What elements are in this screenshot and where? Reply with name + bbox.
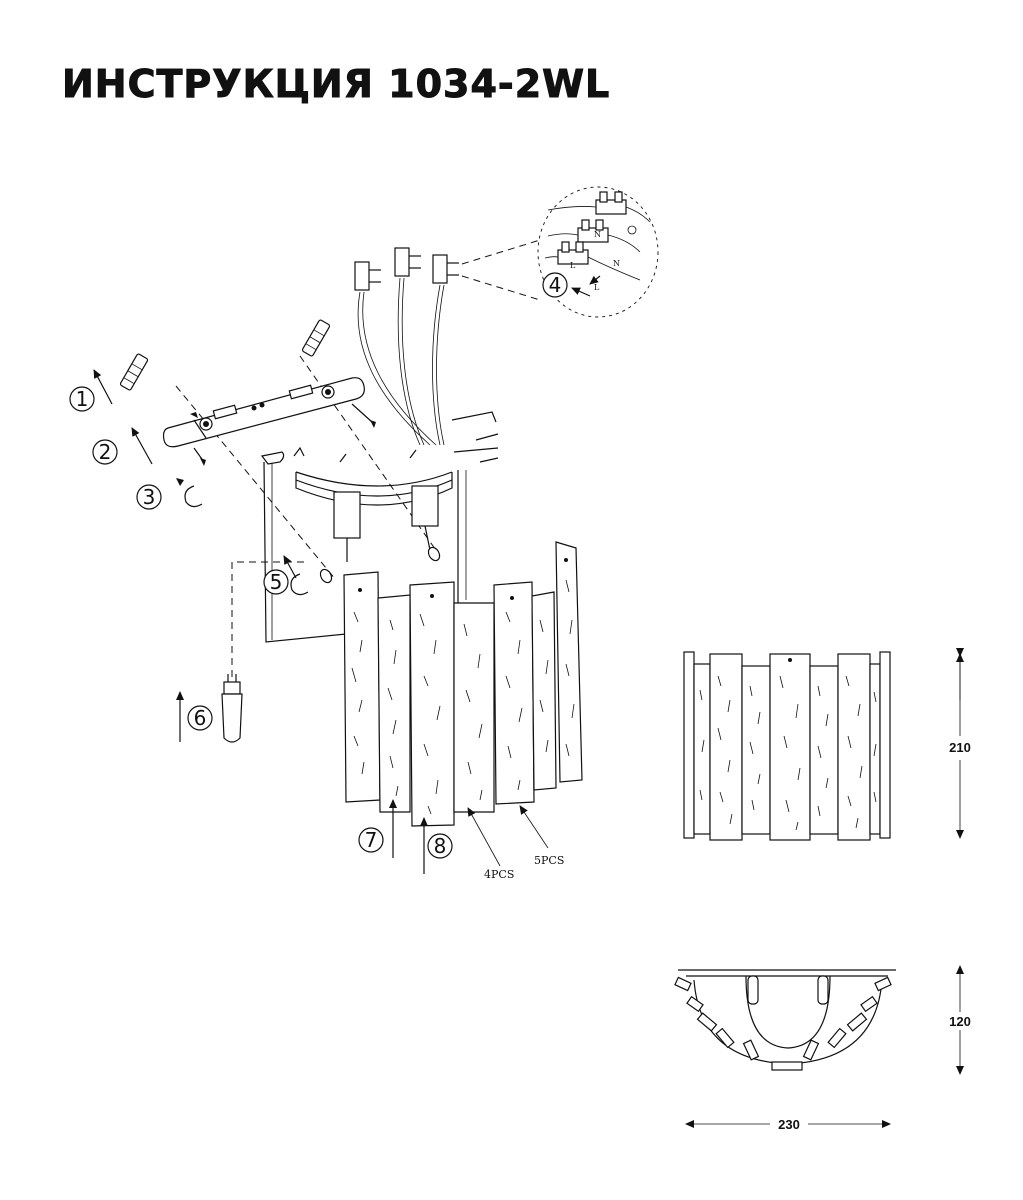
live-label: L: [570, 261, 576, 270]
terminal-block-detail: N N L L: [461, 186, 659, 318]
glass-panels: [343, 541, 583, 827]
live-label-2: L: [594, 283, 600, 292]
svg-text:3: 3: [143, 485, 156, 509]
4pcs-label: 4PCS: [484, 868, 514, 881]
wall-plugs: [119, 319, 441, 581]
step-6-marker: 6: [176, 691, 213, 742]
step-5-marker: 5: [263, 555, 309, 596]
depth-dimension: 120: [949, 1014, 971, 1029]
wire-connectors: [354, 247, 459, 446]
top-view: 120 230: [674, 965, 971, 1132]
front-view: 210: [683, 648, 971, 841]
step-7-marker: 7: [358, 799, 397, 858]
svg-text:4: 4: [549, 273, 562, 297]
step-2-marker: 2: [92, 427, 153, 465]
width-dimension: 230: [778, 1117, 800, 1132]
svg-text:7: 7: [365, 828, 378, 852]
svg-text:8: 8: [434, 834, 447, 858]
page-title: ИНСТРУКЦИЯ 1034-2WL: [61, 62, 611, 107]
step-1-marker: 1: [69, 369, 113, 412]
5pcs-label: 5PCS: [534, 854, 564, 867]
height-dimension: 210: [949, 740, 971, 755]
g9-bulb: [221, 674, 243, 743]
lamp-body: [231, 411, 499, 680]
step-8-marker: 8: [420, 817, 453, 874]
step-4-marker: 4: [542, 272, 591, 298]
neutral-label: N: [594, 230, 601, 239]
step-3-marker: 3: [136, 478, 203, 510]
svg-text:6: 6: [194, 706, 207, 730]
panel-count-labels: 4PCS 5PCS: [467, 805, 564, 881]
svg-text:2: 2: [99, 440, 112, 464]
svg-text:1: 1: [76, 387, 89, 411]
mounting-bracket: [162, 377, 376, 466]
svg-text:5: 5: [270, 570, 283, 594]
neutral-label-2: N: [613, 259, 620, 268]
